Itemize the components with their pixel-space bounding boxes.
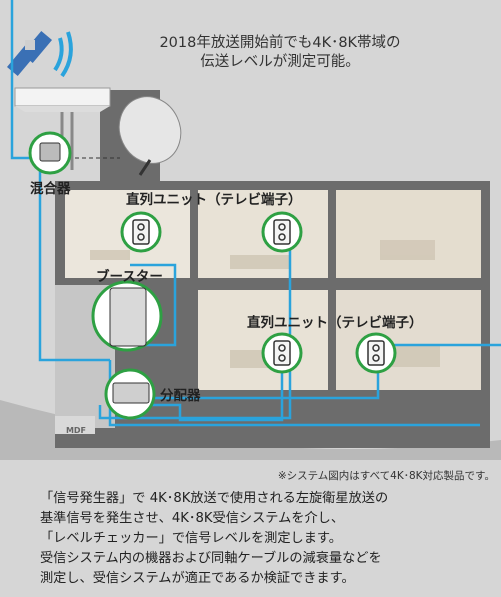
description-line-1: 「信号発生器」で 4K･8K放送で使用される左旋衛星放送の [40,491,389,506]
mixer-icon [39,142,61,162]
booster-icon [109,287,147,347]
description-text: 「信号発生器」で 4K･8K放送で使用される左旋衛星放送の 基準信号を発生させ、… [40,489,498,589]
mixer-label: 混合器 [30,181,71,197]
mdf-label: MDF [65,426,87,435]
satellite-icon [6,31,73,78]
unit-label-bottom: 直列ユニット（テレビ端子） [247,315,423,331]
product-note: ※システム図内はすべて4K･8K対応製品です。 [277,470,495,482]
description-line-4: 受信システム内の機器および同軸ケーブルの減衰量などを [40,551,382,566]
unit-label-top: 直列ユニット（テレビ端子） [126,192,302,208]
splitter-icon [112,382,150,404]
splitter-label: 分配器 [160,388,201,404]
tv-outlet-icons [132,219,385,366]
booster-label: ブースター [96,269,163,285]
description-line-5: 測定し、受信システムが適正であるか検証できます。 [40,571,355,586]
caption-line-1: 2018年放送開始前でも4K･8K帯域の [159,35,401,51]
roof-antennas [14,87,182,176]
diagram-caption: 2018年放送開始前でも4K･8K帯域の 伝送レベルが測定可能。 [100,34,460,72]
description-line-3: 「レベルチェッカー」で信号レベルを測定します。 [40,531,342,546]
description-line-2: 基準信号を発生させ、4K･8K受信システムを介し、 [40,511,345,526]
caption-line-2: 伝送レベルが測定可能。 [200,54,360,70]
